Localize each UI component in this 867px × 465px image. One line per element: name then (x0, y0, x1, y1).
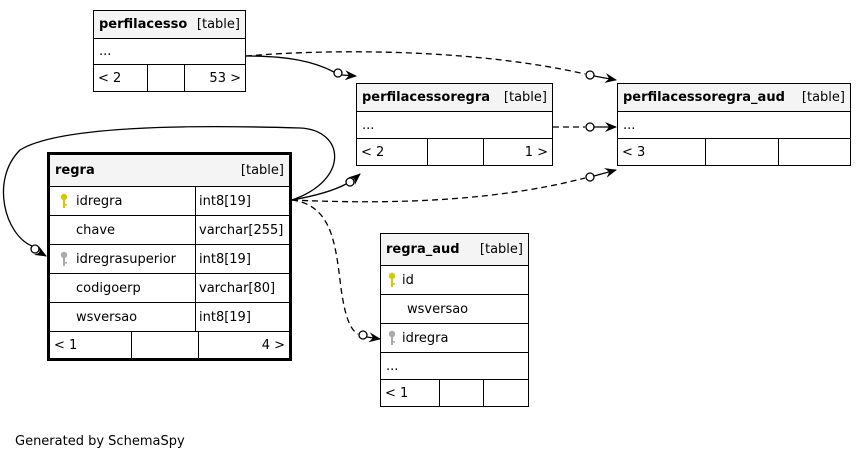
footer-spacer (147, 65, 185, 91)
column-name: idregrasuperior (76, 251, 177, 267)
children-count[interactable] (484, 380, 528, 406)
footer-spacer (427, 139, 484, 165)
table-name: regra (55, 163, 95, 178)
column-row[interactable]: idregrasuperior int8[19] (50, 245, 289, 274)
edge-regra-self (2, 126, 336, 247)
more-columns: ... (362, 117, 375, 133)
table-tag: [table] (801, 90, 845, 105)
column-row[interactable]: wsversao int8[19] (50, 303, 289, 332)
footer-spacer (705, 139, 779, 165)
table-perfilacessoregra[interactable]: perfilacessoregra [table] ... < 2 1 > (356, 83, 553, 166)
parents-count[interactable]: < 1 (385, 385, 409, 401)
table-tag: [table] (196, 17, 240, 32)
edge-perfilacesso-perfilacessoregra (245, 55, 335, 73)
edge-regra-regra_aud (291, 199, 359, 335)
table-name: perfilacesso (99, 17, 188, 32)
children-count[interactable]: 53 > (209, 70, 241, 86)
column-name: chave (76, 222, 116, 238)
edge-regra-aud (291, 177, 586, 203)
table-tag: [table] (503, 90, 547, 105)
column-name: wsversao (407, 301, 469, 317)
column-type: varchar[255] (195, 216, 289, 244)
primary-key-icon (386, 272, 398, 288)
column-name: idregra (402, 330, 449, 346)
parents-count[interactable]: < 3 (622, 144, 646, 160)
more-columns: ... (99, 44, 112, 59)
edge-perfilacesso-aud (245, 51, 586, 75)
column-row[interactable]: id (381, 266, 528, 295)
foreign-key-icon (55, 251, 73, 267)
children-count[interactable] (779, 139, 850, 165)
column-row[interactable]: chave varchar[255] (50, 216, 289, 245)
column-row[interactable]: codigoerp varchar[80] (50, 274, 289, 303)
column-type: int8[19] (195, 245, 289, 273)
column-row[interactable]: wsversao (381, 295, 528, 324)
table-name: perfilacessoregra (362, 90, 491, 105)
table-regra_aud[interactable]: regra_aud [table] id wsversao idregra ...… (380, 233, 529, 407)
parents-count[interactable]: < 2 (361, 144, 385, 160)
column-name: idregra (76, 193, 123, 209)
column-name: wsversao (76, 309, 138, 325)
children-count[interactable]: 1 > (524, 144, 548, 160)
column-type: varchar[80] (195, 274, 289, 302)
generated-by-label: Generated by SchemaSpy (15, 434, 185, 449)
more-columns: ... (623, 117, 636, 133)
footer-spacer (131, 332, 199, 358)
table-tag: [table] (240, 163, 284, 178)
edge-regra-perfilacessoregra (291, 183, 347, 201)
parents-count[interactable]: < 1 (54, 337, 78, 353)
table-perfilacesso[interactable]: perfilacesso [table] ... < 2 53 > (93, 10, 246, 92)
table-name: regra_aud (386, 242, 460, 257)
column-name: id (402, 272, 414, 288)
more-columns: ... (386, 358, 399, 374)
column-type: int8[19] (195, 187, 289, 215)
column-row[interactable]: idregra (381, 324, 528, 353)
table-name: perfilacessoregra_aud (623, 90, 785, 105)
parents-count[interactable]: < 2 (98, 70, 122, 86)
foreign-key-icon (386, 330, 398, 346)
column-row[interactable]: idregra int8[19] (50, 187, 289, 216)
column-name: codigoerp (76, 280, 141, 296)
table-perfilacessoregra_aud[interactable]: perfilacessoregra_aud [table] ... < 3 (617, 83, 851, 166)
children-count[interactable]: 4 > (261, 337, 285, 353)
primary-key-icon (55, 193, 73, 209)
table-tag: [table] (479, 242, 523, 257)
table-regra[interactable]: regra [table] idregra int8[19] chave varc… (47, 152, 292, 361)
column-type: int8[19] (195, 303, 289, 331)
footer-spacer (439, 380, 484, 406)
